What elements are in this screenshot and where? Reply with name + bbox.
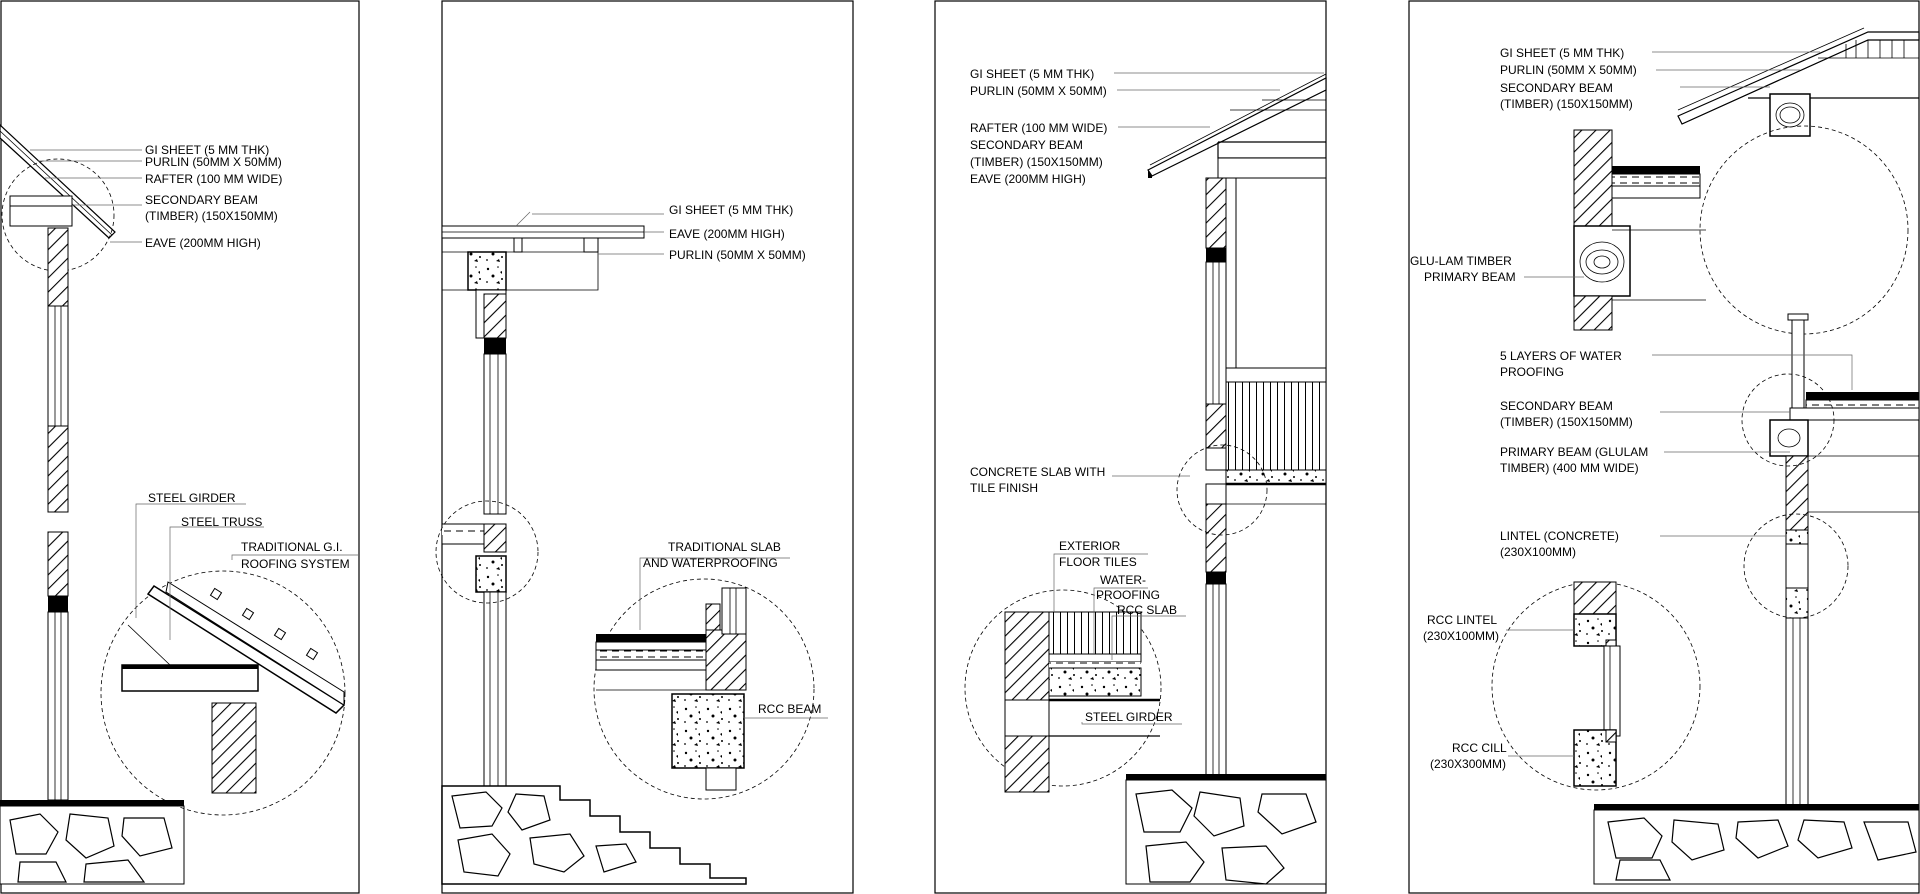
label-secondary-beam: SECONDARY BEAM: [145, 193, 258, 207]
panel-2-detail-enlarged: [593, 578, 815, 800]
label-steel-truss: STEEL TRUSS: [181, 515, 262, 529]
panel-2-stone-foundation: [441, 785, 747, 885]
panel-3: GI SHEET (5 MM THK) PURLIN (50MM X 50MM)…: [934, 0, 1327, 894]
label-secondary-beam-size-2: (TIMBER) (150X150MM): [1500, 415, 1633, 429]
label-secondary-beam: SECONDARY BEAM: [1500, 81, 1613, 95]
label-rcc-beam: RCC BEAM: [758, 702, 821, 716]
panel-3-stone-foundation: [1125, 774, 1327, 885]
label-proofing: PROOFING: [1096, 588, 1160, 602]
label-steel-girder: STEEL GIRDER: [148, 491, 236, 505]
label-primary-beam: PRIMARY BEAM: [1424, 270, 1516, 284]
label-roofing-system: ROOFING SYSTEM: [241, 557, 350, 571]
label-eave: EAVE (200MM HIGH): [669, 227, 785, 241]
panel-4-stone-foundation: [1593, 804, 1920, 885]
panel-1-roof: [0, 124, 116, 239]
label-water-proofing-layers: 5 LAYERS OF WATER: [1500, 349, 1622, 363]
panel-3-roof: [1147, 73, 1327, 179]
panel-1: GI SHEET (5 MM THK) PURLIN (50MM X 50MM)…: [0, 0, 360, 894]
label-purlin: PURLIN (50MM X 50MM): [145, 155, 282, 169]
panel-4-detail-lintel: [1491, 581, 1701, 791]
label-rafter: RAFTER (100 MM WIDE): [145, 172, 282, 186]
label-rcc-lintel-size: (230X100MM): [1423, 629, 1499, 643]
label-rafter: RAFTER (100 MM WIDE): [970, 121, 1107, 135]
label-glulam-timber: GLU-LAM TIMBER: [1410, 254, 1512, 268]
label-rcc-cill-size: (230X300MM): [1430, 757, 1506, 771]
label-lintel-size: (230X100MM): [1500, 545, 1576, 559]
label-secondary-beam-2: SECONDARY BEAM: [1500, 399, 1613, 413]
label-primary-beam-glulam: PRIMARY BEAM (GLULAM: [1500, 445, 1648, 459]
label-purlin: PURLIN (50MM X 50MM): [1500, 63, 1637, 77]
label-concrete-slab: CONCRETE SLAB WITH: [970, 465, 1105, 479]
panel-4-leaders: [1506, 51, 1853, 757]
panel-4-roof: [1677, 27, 1920, 137]
label-traditional-slab: TRADITIONAL SLAB: [668, 540, 781, 554]
panel-3-leaders: [1053, 72, 1324, 725]
label-gi-sheet: GI SHEET (5 MM THK): [669, 203, 793, 217]
panel-1-detail-enlarged: [100, 570, 346, 816]
label-rcc-lintel: RCC LINTEL: [1427, 613, 1497, 627]
label-traditional-gi: TRADITIONAL G.I.: [241, 540, 343, 554]
label-eave: EAVE (200MM HIGH): [970, 172, 1086, 186]
panel-4-building: [1741, 313, 1920, 807]
label-secondary-beam: SECONDARY BEAM: [970, 138, 1083, 152]
panel-2: GI SHEET (5 MM THK) EAVE (200MM HIGH) PU…: [435, 0, 854, 894]
panel-2-leaders: [532, 213, 828, 719]
label-gi-sheet: GI SHEET (5 MM THK): [970, 67, 1094, 81]
label-and-waterproofing: AND WATERPROOFING: [643, 556, 778, 570]
panel-2-roof: [441, 211, 645, 291]
label-eave: EAVE (200MM HIGH): [145, 236, 261, 250]
panel-4: GI SHEET (5 MM THK) PURLIN (50MM X 50MM)…: [1408, 0, 1920, 894]
label-exterior: EXTERIOR: [1059, 539, 1121, 553]
label-water: WATER-: [1100, 573, 1146, 587]
panel-1-leaders: [30, 149, 360, 640]
label-secondary-beam-size: (TIMBER) (150X150MM): [970, 155, 1103, 169]
label-lintel-concrete: LINTEL (CONCRETE): [1500, 529, 1619, 543]
label-tile-finish: TILE FINISH: [970, 481, 1038, 495]
label-rcc-slab: RCC SLAB: [1117, 603, 1177, 617]
panel-4-frame: [1408, 0, 1920, 894]
label-floor-tiles: FLOOR TILES: [1059, 555, 1137, 569]
panel-4-detail-circle-upper: [1699, 125, 1909, 335]
label-purlin: PURLIN (50MM X 50MM): [970, 84, 1107, 98]
panel-1-wall: [47, 227, 69, 801]
panel-1-frame: [0, 0, 360, 894]
label-purlin: PURLIN (50MM X 50MM): [669, 248, 806, 262]
label-gi-sheet: GI SHEET (5 MM THK): [145, 143, 269, 157]
label-primary-beam-width: TIMBER) (400 MM WIDE): [1500, 461, 1639, 475]
panel-1-stone-foundation: [0, 800, 185, 885]
label-gi-sheet: GI SHEET (5 MM THK): [1500, 46, 1624, 60]
label-secondary-beam-size: (TIMBER) (150X150MM): [145, 209, 278, 223]
panel-2-frame: [441, 0, 854, 894]
panel-3-building: [1176, 177, 1327, 777]
panel-3-detail-enlarged: [964, 589, 1162, 793]
label-water-proofing: PROOFING: [1500, 365, 1564, 379]
label-steel-girder: STEEL GIRDER: [1085, 710, 1173, 724]
label-rcc-cill: RCC CILL: [1452, 741, 1507, 755]
panel-2-wall: [435, 289, 539, 789]
panel-4-detail-glulam: [1573, 129, 1706, 331]
label-secondary-beam-size: (TIMBER) (150X150MM): [1500, 97, 1633, 111]
